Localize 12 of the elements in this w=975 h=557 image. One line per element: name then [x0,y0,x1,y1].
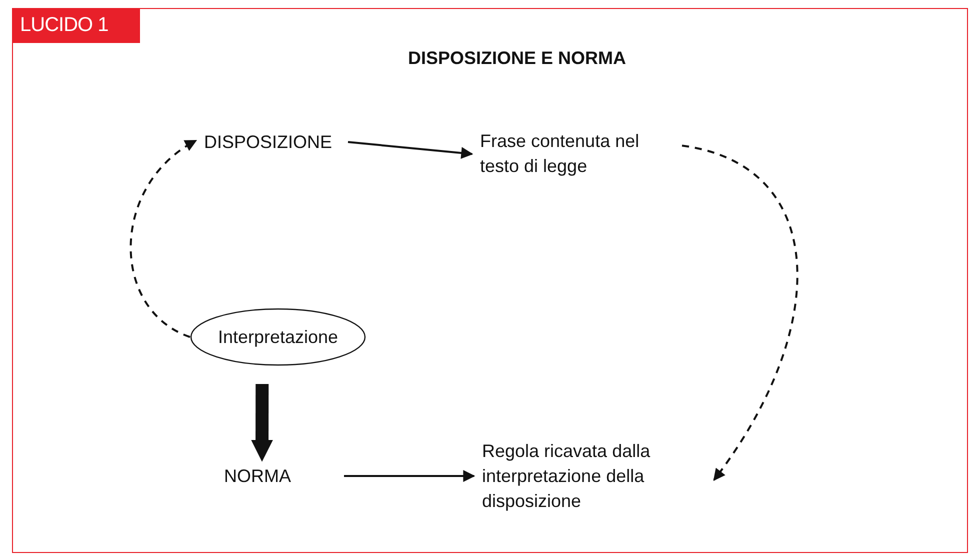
node-label: Regola ricavata dalla interpretazione della disposizione [482,440,652,513]
arrow [251,384,274,462]
title: DISPOSIZIONE E NORMA [406,48,628,69]
arrow [130,140,197,338]
arrow [348,141,474,159]
node-label: DISPOSIZIONE [204,130,332,154]
node-label: Interpretazione [218,326,338,349]
slide-tag: LUCIDO 1 [12,8,140,43]
node-label: NORMA [224,464,291,488]
node-label: Frase contenuta nel testo di legge [480,130,640,178]
arrow [682,144,798,481]
arrow [344,470,476,482]
